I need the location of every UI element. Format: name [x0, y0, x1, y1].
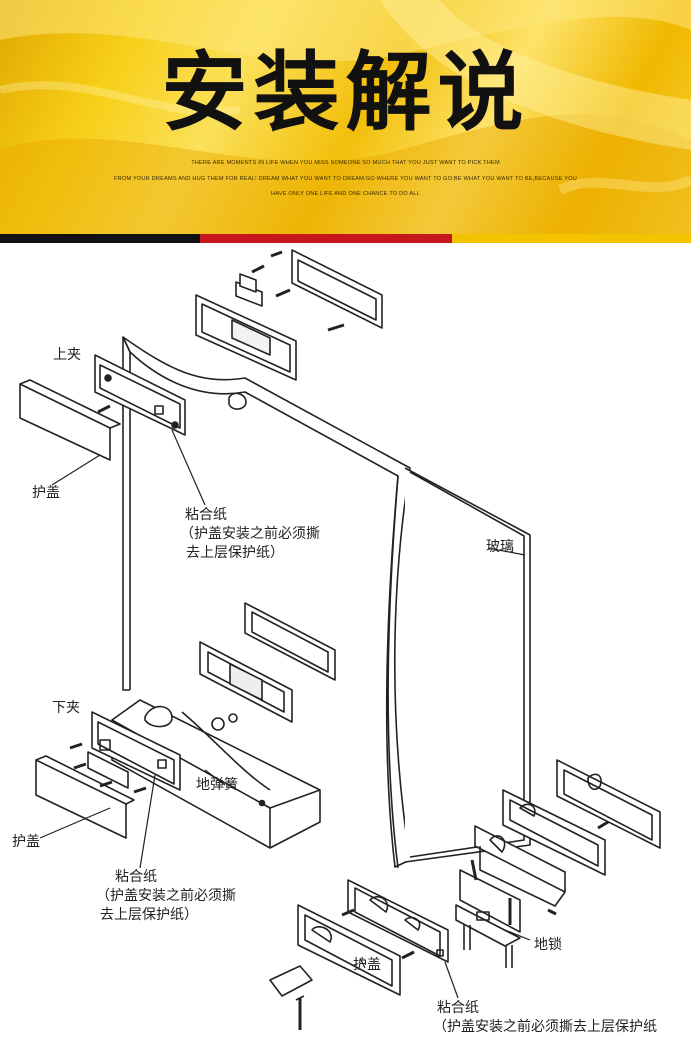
stripe-yellow [452, 234, 691, 243]
leader-lines [39, 429, 531, 999]
stripe-red [200, 234, 452, 243]
label-adhesive-bottom-title: 粘合纸 [437, 1000, 479, 1016]
label-floor-spring: 地弹簧 [196, 777, 238, 793]
installation-diagram: 上夹 护盖 粘合纸 （护盖安装之前必须撕 去上层保护纸） 玻璃 下夹 地弹簧 护… [0, 243, 691, 1045]
floor-lock-assembly [455, 759, 661, 968]
label-cover-bottom: 护盖 [353, 957, 381, 973]
label-top-clamp: 上夹 [53, 347, 81, 363]
label-glass: 玻璃 [486, 539, 514, 555]
label-bottom-clamp: 下夹 [52, 700, 80, 716]
label-cover-lower: 护盖 [12, 834, 40, 850]
label-adhesive-lower-line1: （护盖安装之前必须撕 [96, 888, 236, 904]
color-stripe-bar [0, 234, 691, 243]
label-floor-lock: 地锁 [534, 937, 562, 953]
exploded-view-drawing [19, 249, 661, 1030]
label-adhesive-lower-line2: 去上层保护纸） [100, 907, 198, 923]
lower-clamp [35, 711, 181, 839]
label-cover-upper: 护盖 [32, 485, 60, 501]
label-adhesive-upper-line1: （护盖安装之前必须撕 [180, 526, 320, 542]
tagline-line-2: FROM YOUR DREAMS AND HUG THEM FOR REAL! … [114, 176, 577, 182]
silk-background [0, 0, 691, 234]
tagline-line-3: HAVE ONLY ONE LIFE AND ONE CHANCE TO DO … [271, 191, 420, 197]
stripe-black [0, 234, 200, 243]
page-title: 安装解说 [161, 43, 530, 143]
label-adhesive-upper-line2: 去上层保护纸） [186, 545, 284, 561]
top-pivot-assembly [195, 249, 383, 381]
floor-spring-box [111, 699, 321, 849]
upper-clamp [19, 354, 247, 461]
middle-cover-plates [199, 602, 336, 723]
label-adhesive-lower-title: 粘合纸 [115, 869, 157, 885]
label-adhesive-upper-title: 粘合纸 [185, 507, 227, 523]
tagline-line-1: THERE ARE MOMENTS IN LIFE WHEN YOU MISS … [191, 160, 500, 166]
bottom-floor-clamp [269, 879, 449, 1030]
label-adhesive-bottom-line1: （护盖安装之前必须撕去上层保护纸 [433, 1019, 657, 1035]
header-banner: 安装解说 THERE ARE MOMENTS IN LIFE WHEN YOU … [0, 0, 691, 234]
glass-panel [122, 336, 531, 869]
